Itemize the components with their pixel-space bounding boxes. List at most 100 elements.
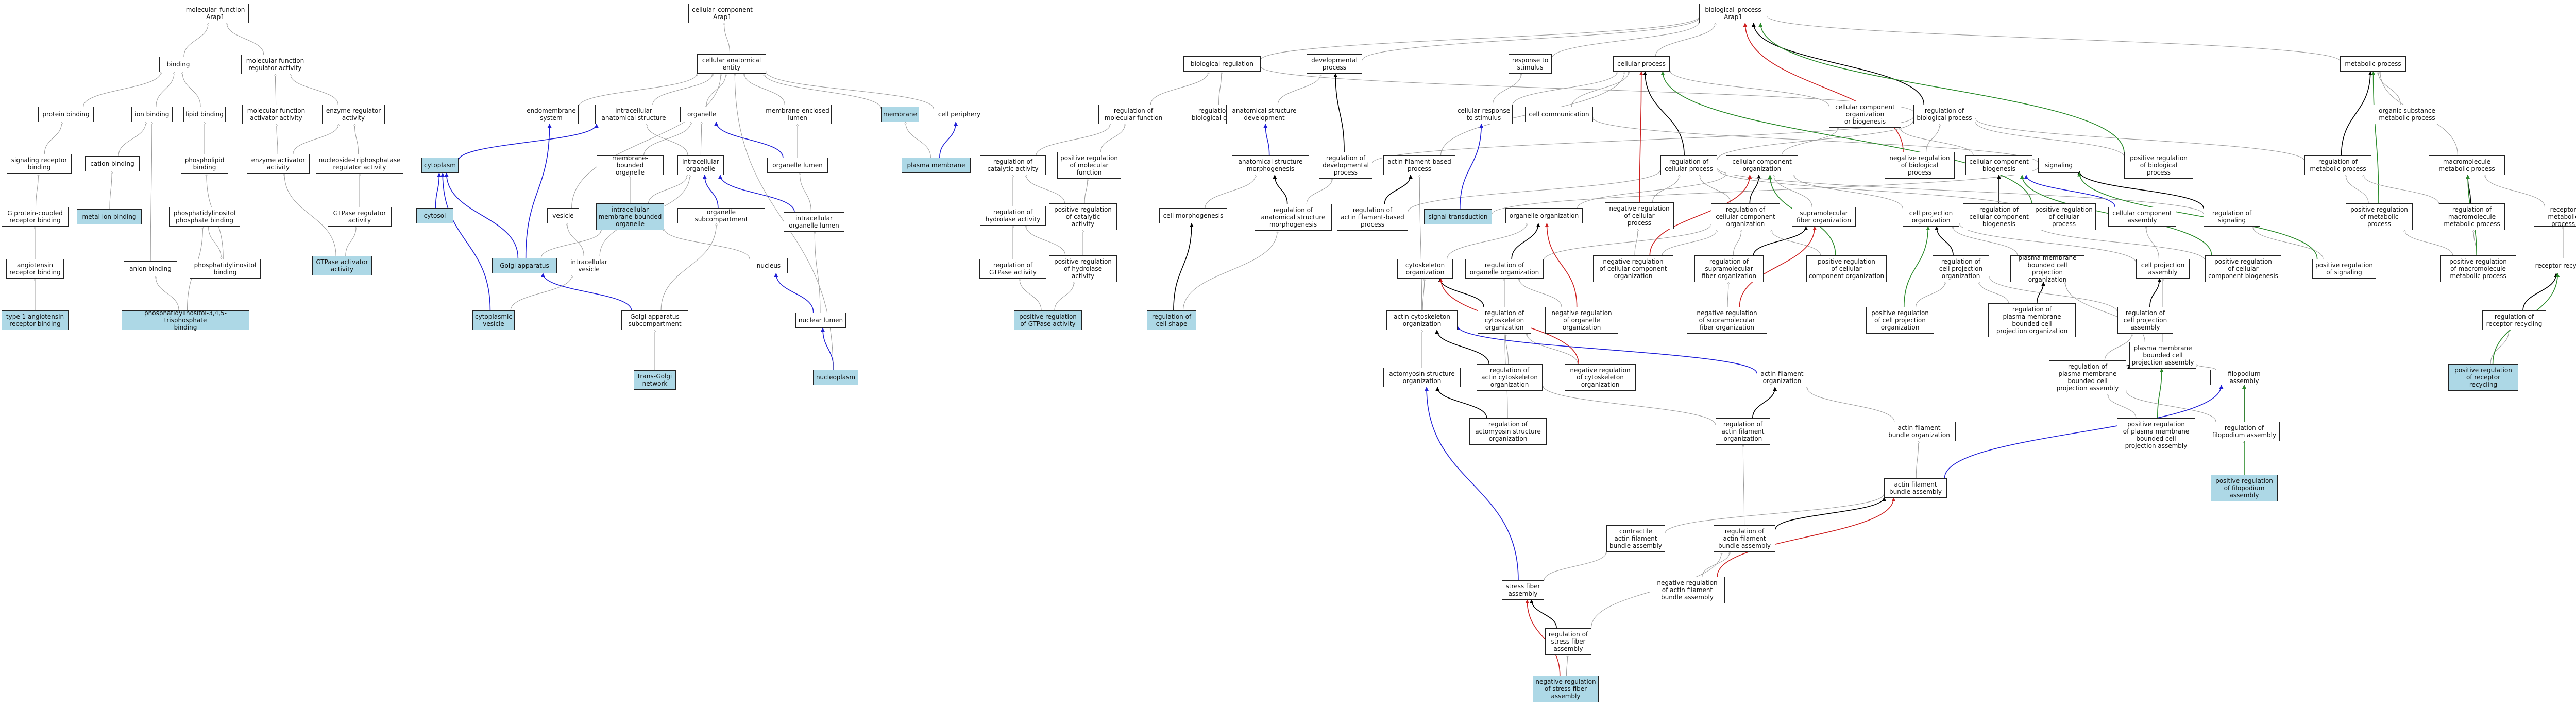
edge-regulates-reg-cell-shape-to-cell-morph xyxy=(1173,223,1194,311)
edge-is-a-reg-cpa-to-reg-cpo xyxy=(1989,276,2118,313)
edge-regulates-reg-smfo-to-smfo xyxy=(1753,226,1808,256)
term-node-metal-ion-binding: metal ion binding xyxy=(77,209,142,224)
edge-is-a-iol-to-org-lumen xyxy=(800,173,811,213)
term-node-angiotensin-receptor-binding: angiotensin receptor binding xyxy=(6,259,64,279)
term-node-positive-regulation-of-receptor-recycling: positive regulation of receptor recyclin… xyxy=(2448,364,2518,391)
term-node-cell-periphery: cell periphery xyxy=(934,107,985,122)
edge-is-a-sig-trans-to-signaling xyxy=(1492,167,2038,214)
term-node-regulation-of-stress-fiber-assembly: regulation of stress fiber assembly xyxy=(1545,628,1591,655)
edge-is-a-cafba-to-afba xyxy=(1665,494,1884,533)
term-node-regulation-of-biological-process: regulation of biological process xyxy=(1913,105,1975,124)
edge-is-a-golgi-sub-to-org-sub xyxy=(660,223,716,311)
edge-is-a-plasma-membrane-to-membrane xyxy=(906,122,931,158)
edge-is-a-reg-mp-to-reg-bp xyxy=(1975,118,2305,161)
edge-is-a-binding-to-mf-root xyxy=(183,23,208,57)
term-node-regulation-of-actin-filament-based-process: regulation of actin filament-based proce… xyxy=(1337,204,1408,231)
term-node-signaling: signaling xyxy=(2038,158,2079,173)
term-node-binding: binding xyxy=(159,57,197,72)
term-node-regulation-of-anatomical-structure-morphogenesis: regulation of anatomical structure morph… xyxy=(1255,204,1332,231)
edge-regulates-reg-act-cyto-to-act-cyto-org xyxy=(1435,330,1489,365)
term-node-regulation-of-actin-cytoskeleton-organization: regulation of actin cytoskeleton organiz… xyxy=(1477,364,1543,391)
edge-is-a-cpo-to-cco xyxy=(1794,175,1903,209)
edge-is-a-neg-reg-cco-to-reg-cco xyxy=(1662,230,1717,256)
edge-is-a-neg-reg-cco-to-neg-reg-cp xyxy=(1634,229,1638,256)
edge-is-a-anion-bind-to-ion-binding xyxy=(150,122,152,262)
term-node-positive-regulation-of-biological-process: positive regulation of biological proces… xyxy=(2124,152,2193,179)
term-node-type-1-angiotensin-receptor-binding: type 1 angiotensin receptor binding xyxy=(2,310,69,330)
term-node-actin-filament-based-process: actin filament-based process xyxy=(1383,155,1455,175)
term-node-enzyme-activator-activity: enzyme activator activity xyxy=(247,154,310,174)
edge-is-a-cyto-org-to-org-org xyxy=(1447,223,1527,259)
term-node-membrane: membrane xyxy=(881,107,919,122)
term-node-endomembrane-system: endomembrane system xyxy=(524,105,579,124)
edge-is-a-pos-reg-macro-to-pos-reg-mp xyxy=(2404,230,2453,256)
edge-is-a-reg-sig-to-reg-cp xyxy=(1717,168,2204,214)
edge-regulates-reg-afba-to-afba xyxy=(1775,497,1886,530)
term-node-phosphatidylinositol-binding: phosphatidylinositol binding xyxy=(190,259,261,279)
edge-part-of-asm-to-asd xyxy=(1263,124,1270,156)
edge-is-a-ias-to-cae xyxy=(652,74,713,105)
term-node-negative-regulation-of-cellular-process: negative regulation of cellular process xyxy=(1605,202,1674,229)
term-node-cellular-process: cellular process xyxy=(1613,56,1670,72)
term-node-vesicle: vesicle xyxy=(547,208,579,223)
edge-is-a-reg-macro-mp-to-reg-mp xyxy=(2363,175,2439,204)
term-node-actin-filament-bundle-assembly: actin filament bundle assembly xyxy=(1884,478,1947,498)
term-node-membrane-bounded-organelle: membrane-bounded organelle xyxy=(597,154,664,176)
term-node-regulation-of-supramolecular-fiber-organization: regulation of supramolecular fiber organ… xyxy=(1694,255,1764,282)
edge-is-a-reg-pmbcpa-to-reg-cpa xyxy=(2104,334,2131,361)
edge-negatively-regulates-neg-reg-smfo-to-smfo xyxy=(1739,226,1817,307)
edge-is-a-vesicle-to-cae xyxy=(571,74,721,209)
term-node-organelle-organization: organelle organization xyxy=(1505,208,1583,223)
term-node-stress-fiber-assembly: stress fiber assembly xyxy=(1502,580,1544,600)
edge-regulates-reg-asm-to-asm xyxy=(1273,175,1288,204)
term-node-trans-golgi-network: trans-Golgi network xyxy=(634,370,676,390)
edge-is-a-sig-rec-bind-to-protein-binding xyxy=(44,122,62,154)
edge-regulates-reg-afo-to-af-org xyxy=(1752,387,1777,419)
term-node-regulation-of-actomyosin-structure-organization: regulation of actomyosin structure organ… xyxy=(1469,418,1547,445)
term-node-macromolecule-metabolic-process: macromolecule metabolic process xyxy=(2429,155,2505,175)
edge-is-a-ccb-to-ccob xyxy=(1900,128,1974,156)
edge-positively-regulates-pos-reg-sig-to-signaling xyxy=(2077,172,2318,259)
term-node-intracellular-membrane-bounded-organelle: intracellular membrane-bounded organelle xyxy=(596,203,664,230)
edge-is-a-pos-reg-gtpase-to-reg-gtpase xyxy=(1020,279,1042,311)
edge-part-of-sfa-to-acto-so xyxy=(1425,387,1519,581)
edge-is-a-act-cyto-org-to-afbp xyxy=(1419,175,1422,311)
edge-is-a-gtpase-act-to-enz-act xyxy=(284,174,336,256)
edge-is-a-reg-asm-to-reg-dev xyxy=(1306,179,1332,204)
edge-is-a-organelle-to-cae xyxy=(706,74,726,107)
term-node-organelle-lumen: organelle lumen xyxy=(767,158,828,173)
term-node-plasma-membrane-bounded-cell-projection-assembly: plasma membrane bounded cell projection … xyxy=(2129,342,2196,369)
edge-regulates-reg-cpo-to-cpo xyxy=(1934,226,1954,256)
edge-is-a-mel-to-cae xyxy=(744,74,785,105)
edge-is-a-neg-reg-sfa-to-reg-sfa xyxy=(1566,655,1567,676)
term-node-intracellular-organelle-lumen: intracellular organelle lumen xyxy=(784,212,844,232)
edge-is-a-intra-vesicle-to-vesicle xyxy=(567,223,584,256)
edge-regulates-reg-rec-recyc-to-rec-recyc xyxy=(2522,273,2558,311)
term-node-cellular-anatomical-entity: cellular anatomical entity xyxy=(697,54,766,74)
term-node-regulation-of-developmental-process: regulation of developmental process xyxy=(1319,152,1372,179)
edge-is-a-cell-comm-to-cell-proc xyxy=(1571,72,1629,107)
edge-is-a-metab-to-bp-root xyxy=(1767,16,2341,62)
term-node-lipid-binding: lipid binding xyxy=(183,107,226,122)
edge-is-a-gpcr-bind-to-sig-rec-bind xyxy=(35,174,38,207)
term-node-negative-regulation-of-cellular-component-organization: negative regulation of cellular componen… xyxy=(1593,255,1673,282)
edge-is-a-reg-cat-to-reg-mf xyxy=(1036,124,1110,156)
term-node-negative-regulation-of-stress-fiber-assembly: negative regulation of stress fiber asse… xyxy=(1533,676,1599,702)
term-node-organelle: organelle xyxy=(680,107,723,122)
term-node-actin-filament-bundle-organization: actin filament bundle organization xyxy=(1883,422,1956,441)
edge-is-a-protein-binding-to-binding xyxy=(83,72,161,107)
edge-negatively-regulates-neg-reg-cp-to-cell-proc xyxy=(1639,71,1643,203)
term-node-actin-filament-organization: actin filament organization xyxy=(1757,368,1807,387)
edge-is-a-cpa-to-cca xyxy=(2146,227,2159,259)
edge-is-a-reg-cell-shape-to-reg-asm xyxy=(1182,231,1277,311)
edge-is-a-pos-reg-mp-to-reg-mp xyxy=(2346,175,2369,204)
term-node-regulation-of-catalytic-activity: regulation of catalytic activity xyxy=(980,155,1046,175)
term-node-actomyosin-structure-organization: actomyosin structure organization xyxy=(1383,368,1461,387)
term-node-phosphatidylinositol-phosphate-binding: phosphatidylinositol phosphate binding xyxy=(169,207,240,227)
edge-is-a-ion-binding-to-binding xyxy=(156,72,174,107)
term-node-plasma-membrane: plasma membrane xyxy=(902,158,971,173)
edge-regulates-reg-dev-to-dev xyxy=(1333,73,1345,152)
edge-is-a-ntp-reg-to-enz-reg xyxy=(354,124,359,154)
edge-is-a-pip-bind-to-pi-reg xyxy=(208,226,222,259)
